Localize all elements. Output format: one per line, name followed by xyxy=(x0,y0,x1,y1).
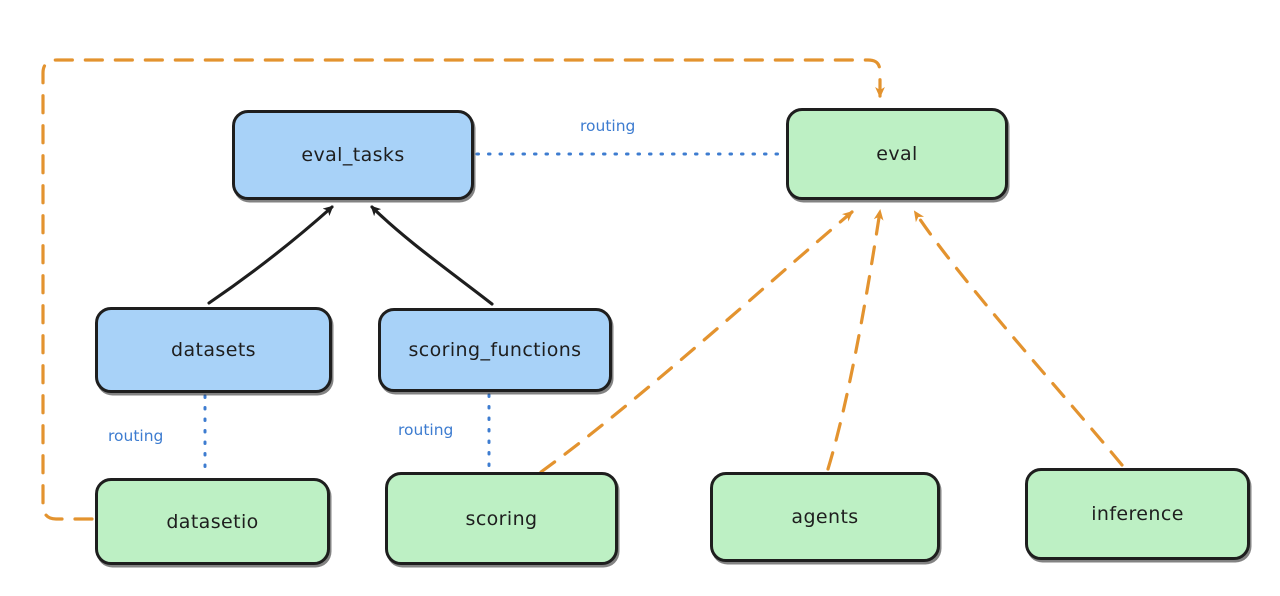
edge-label-routing-scoring-functions: routing xyxy=(398,421,454,439)
edge-inference-to-eval xyxy=(913,210,1124,467)
node-datasetio[interactable]: datasetio xyxy=(95,478,330,565)
edge-datasets-to-eval-tasks xyxy=(207,205,334,305)
node-datasets-label: datasets xyxy=(171,339,256,361)
node-eval-label: eval xyxy=(876,143,918,165)
edge-scoring-functions-to-eval-tasks xyxy=(370,205,494,306)
node-inference-label: inference xyxy=(1091,503,1184,525)
node-scoring-functions-label: scoring_functions xyxy=(408,339,582,361)
edge-label-routing-datasets: routing xyxy=(108,427,164,445)
edge-agents-to-eval xyxy=(826,209,884,471)
node-eval[interactable]: eval xyxy=(786,108,1008,200)
node-datasets[interactable]: datasets xyxy=(95,307,332,393)
node-agents-label: agents xyxy=(791,506,859,528)
node-inference[interactable]: inference xyxy=(1025,468,1250,560)
edge-label-routing-eval-tasks: routing xyxy=(580,117,636,135)
node-scoring[interactable]: scoring xyxy=(385,472,618,565)
node-scoring-functions[interactable]: scoring_functions xyxy=(378,308,612,392)
node-scoring-label: scoring xyxy=(465,507,538,530)
node-eval-tasks[interactable]: eval_tasks xyxy=(232,110,474,200)
node-agents[interactable]: agents xyxy=(710,472,940,562)
node-eval-tasks-label: eval_tasks xyxy=(301,144,405,166)
node-datasetio-label: datasetio xyxy=(166,510,259,533)
